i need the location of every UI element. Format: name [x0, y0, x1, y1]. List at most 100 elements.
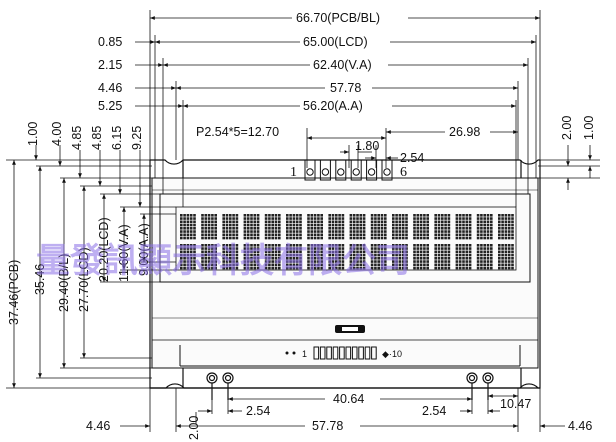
fpc-pad	[339, 346, 345, 360]
top-pin-header	[304, 159, 393, 181]
pin6-label: 6	[400, 165, 407, 180]
top-dimensions	[135, 10, 541, 207]
top-pin	[335, 159, 347, 181]
pcb-width-label: 66.70(PCB/BL)	[296, 11, 380, 25]
fpc-pin10-label: 10	[392, 349, 402, 359]
char-cell	[498, 244, 514, 270]
fpc-pad	[351, 346, 358, 360]
fpc-pad	[371, 346, 377, 360]
bottom-span-label: 40.64	[333, 392, 364, 406]
char-cell	[328, 244, 345, 270]
va-height-label: 11.60(V.A)	[117, 224, 131, 282]
left-dim-1: 1.00	[26, 122, 40, 146]
va-offset-label: 2.15	[98, 58, 122, 72]
pin-to-edge-label: 26.98	[449, 125, 480, 139]
left-dimension-labels: 1.00 4.00 4.85 4.85 6.15 9.25 37.46(PCB)…	[7, 122, 151, 325]
lcd-inner-height-label: 20.20(LCD)	[97, 217, 111, 282]
top-pin	[366, 159, 378, 181]
char-cell	[286, 244, 302, 270]
char-cell	[392, 244, 408, 270]
left-dim-6: 9.25	[130, 126, 144, 150]
bottom-pitch-right-label: 2.54	[422, 404, 446, 418]
bottom-connector: 1 ◆· 10	[179, 345, 521, 367]
char-cell	[370, 214, 387, 240]
height-3546-label: 35.46	[33, 264, 47, 295]
char-cell	[222, 214, 239, 240]
pin-size-label: 1.80	[355, 139, 379, 153]
char-cell	[392, 214, 408, 240]
pcb-height-label: 37.46(PCB)	[7, 260, 21, 325]
bottom-left-offset-label: 4.46	[86, 419, 110, 433]
char-cell	[349, 244, 366, 270]
bottom-total-label: 57.78	[312, 419, 343, 433]
char-cell	[498, 214, 514, 240]
bottom-right-offset-label: 10.47	[500, 397, 531, 411]
lcd-offset-label: 0.85	[98, 35, 122, 49]
fpc-pad	[332, 346, 339, 360]
char-cell	[201, 214, 217, 240]
char-cell	[476, 214, 493, 240]
bottom-small-label: 2.00	[187, 416, 201, 440]
char-cell	[434, 244, 451, 270]
left-dimensions	[6, 145, 176, 389]
top-pin	[381, 159, 393, 181]
bottom-right-edge-label: 4.46	[568, 419, 592, 433]
fpc-pad	[345, 346, 352, 360]
fpc-pin1-label: 1	[302, 349, 307, 359]
right-dim-2: 1.00	[582, 116, 596, 140]
lcd-glass	[151, 177, 539, 369]
fpc-pad	[358, 346, 364, 360]
char-cell	[222, 244, 239, 270]
char-cell	[180, 214, 196, 240]
top-pin	[350, 159, 362, 181]
bl-height-label: 29.40(B/L)	[57, 254, 71, 312]
pin-offset-label: 4.46	[98, 81, 122, 95]
fpc-pad	[313, 346, 320, 360]
left-dim-4: 4.85	[90, 126, 104, 150]
char-cell	[243, 214, 260, 240]
char-cell	[370, 244, 387, 270]
char-cell	[243, 244, 260, 270]
svg-text:◆·: ◆·	[382, 349, 392, 359]
lcd-height-label: 27.70(LCD)	[77, 247, 91, 312]
fpc-pad	[364, 346, 371, 360]
character-cells	[180, 214, 514, 270]
char-cell	[476, 244, 493, 270]
char-cell	[349, 214, 366, 240]
fpc-pad	[319, 346, 326, 360]
fpc-pad	[326, 346, 332, 360]
top-pin	[304, 159, 316, 181]
char-cell	[434, 214, 451, 240]
pin1-label: 1	[290, 165, 297, 180]
char-cell	[264, 244, 281, 270]
left-dim-2: 4.00	[50, 122, 64, 146]
aa-offset-label: 5.25	[98, 99, 122, 113]
top-dimension-labels: 66.70(PCB/BL) 0.85 65.00(LCD) 2.15 62.40…	[98, 11, 480, 180]
lcd-width-label: 65.00(LCD)	[303, 35, 368, 49]
pin-pitch-label: 2.54	[400, 151, 424, 165]
left-dim-3: 4.85	[70, 126, 84, 150]
right-dimensions	[538, 145, 600, 190]
left-dim-5: 6.15	[110, 126, 124, 150]
char-cell	[413, 244, 429, 270]
char-cell	[328, 214, 345, 240]
char-cell	[455, 244, 472, 270]
aa-height-label: 9.00(A.A)	[137, 223, 151, 276]
right-dim-1: 2.00	[560, 116, 574, 140]
char-cell	[307, 244, 323, 270]
watermark: 量發訊顯示科技有限公司	[36, 241, 410, 281]
pitch-label: P2.54*5=12.70	[196, 125, 279, 139]
char-cell	[201, 244, 217, 270]
pcb-outline	[149, 159, 541, 389]
pin-span-top-label: 57.78	[330, 81, 361, 95]
char-cell	[307, 214, 323, 240]
char-cell	[264, 214, 281, 240]
va-width-label: 62.40(V.A)	[313, 58, 372, 72]
char-cell	[286, 214, 302, 240]
char-cell	[180, 244, 196, 270]
top-pin	[319, 159, 331, 181]
bottom-dimensions	[120, 388, 565, 432]
aa-width-label: 56.20(A.A)	[303, 99, 363, 113]
char-cell	[413, 214, 429, 240]
